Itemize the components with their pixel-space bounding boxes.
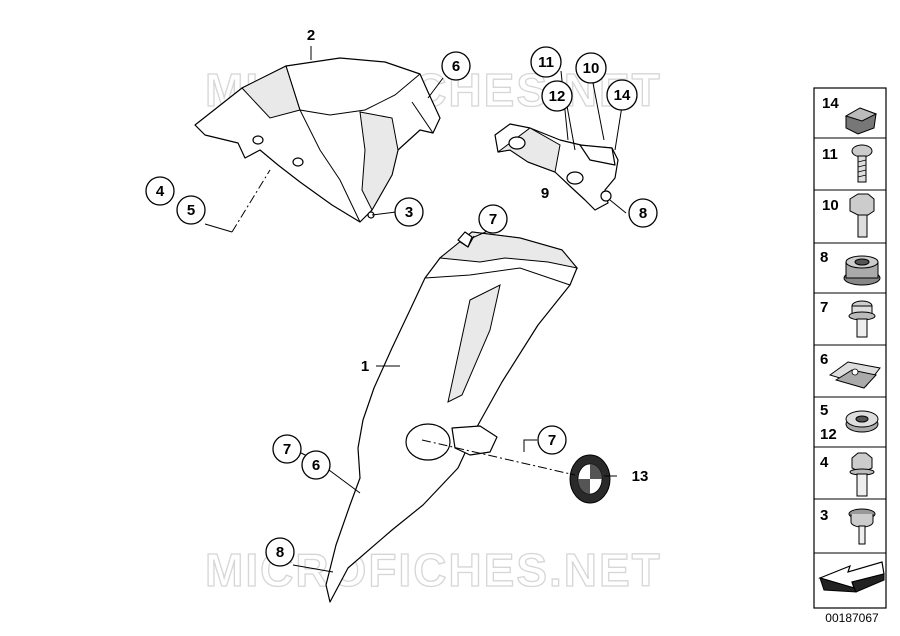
callout-10-circle — [575, 52, 607, 84]
part-side-panel — [325, 231, 579, 603]
callout-13: 13 — [632, 468, 649, 485]
legend-label-12: 12 — [820, 426, 837, 443]
hex-bolt-icon — [849, 193, 875, 238]
callout-8-bottom: 8 — [276, 544, 284, 561]
diagram-number: 00187067 — [825, 611, 879, 625]
collar-screw-icon — [848, 300, 876, 338]
callout-4: 4 — [156, 183, 165, 200]
callout-12: 12 — [549, 88, 566, 105]
speed-nut-icon — [828, 361, 881, 389]
flange-bolt-icon — [849, 452, 875, 497]
callout-6-top: 6 — [452, 58, 460, 75]
legend-label-10: 10 — [822, 197, 839, 214]
bmw-emblem — [569, 454, 611, 504]
callout-8-top-circle — [628, 198, 658, 228]
pan-screw-icon — [851, 144, 873, 183]
rubber-cap-icon — [844, 107, 878, 135]
legend-label-6: 6 — [820, 351, 828, 368]
callout-7-top: 7 — [489, 211, 497, 228]
callout-6-bottom: 6 — [312, 457, 320, 474]
leader-lines — [204, 46, 627, 573]
legend-label-5: 5 — [820, 402, 828, 419]
expanding-rivet-icon — [848, 508, 876, 545]
callout-12-circle — [541, 80, 573, 112]
callout-7-left: 7 — [283, 441, 291, 458]
callout-7-right: 7 — [548, 432, 556, 449]
part-bracket — [494, 123, 619, 211]
callout-5: 5 — [187, 202, 195, 219]
callouts: 2 6 4 5 3 11 10 12 14 9 8 7 1 7 6 7 13 8 — [145, 27, 658, 567]
legend-label-8: 8 — [820, 249, 828, 266]
callout-8-top: 8 — [639, 205, 647, 222]
callout-9: 9 — [541, 185, 549, 202]
parts-legend: 14 11 10 8 7 — [813, 87, 887, 609]
grommet-icon — [843, 255, 881, 286]
callout-4-circle — [145, 176, 175, 206]
callout-1: 1 — [361, 358, 369, 375]
callout-2: 2 — [307, 27, 315, 44]
callout-11-circle — [530, 46, 562, 78]
callout-11: 11 — [538, 54, 554, 71]
callout-6-bottom-circle — [301, 450, 331, 480]
legend-label-11: 11 — [822, 146, 838, 163]
callout-5-circle — [176, 195, 206, 225]
legend-label-4: 4 — [820, 454, 829, 471]
washer-icon — [845, 410, 879, 433]
callout-10: 10 — [583, 60, 600, 77]
callout-7-right-circle — [537, 425, 567, 455]
callout-3-circle — [394, 197, 424, 227]
arrow-icon — [818, 561, 885, 593]
legend-label-3: 3 — [820, 507, 828, 524]
legend-label-14: 14 — [822, 95, 839, 112]
callout-3: 3 — [405, 204, 413, 221]
callout-7-top-circle — [478, 204, 508, 234]
callout-8-bottom-circle — [265, 537, 295, 567]
legend-label-7: 7 — [820, 299, 828, 316]
part-upper-cover — [194, 57, 441, 223]
callout-7-left-circle — [272, 434, 302, 464]
callout-14-circle — [606, 79, 638, 111]
callout-6-top-circle — [441, 51, 471, 81]
callout-14: 14 — [614, 87, 631, 104]
